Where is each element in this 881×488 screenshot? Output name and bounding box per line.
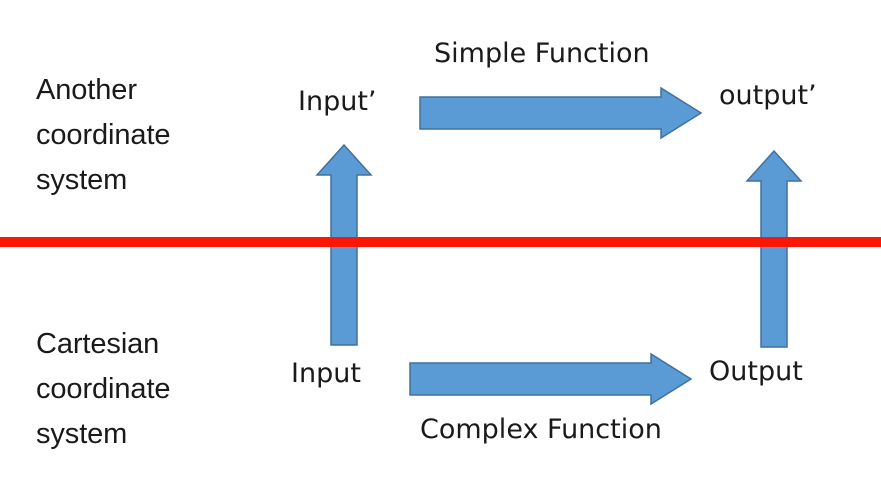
- node-label-output-prime: output’: [719, 80, 817, 111]
- coordinate-system-divider: [0, 237, 881, 247]
- node-label-output: Output: [709, 356, 803, 387]
- region-label-lower: Cartesian coordinate system: [36, 328, 171, 450]
- region-label-upper: Another coordinate system: [36, 74, 171, 196]
- arrow-right-complex-function: [408, 352, 694, 406]
- arrow-up-output-to-output-prime: [744, 148, 804, 350]
- function-label-complex: Complex Function: [420, 414, 662, 445]
- node-label-input: Input: [291, 358, 361, 389]
- arrow-right-simple-function: [418, 86, 704, 140]
- node-label-input-prime: Input’: [298, 86, 377, 117]
- function-label-simple: Simple Function: [434, 38, 650, 69]
